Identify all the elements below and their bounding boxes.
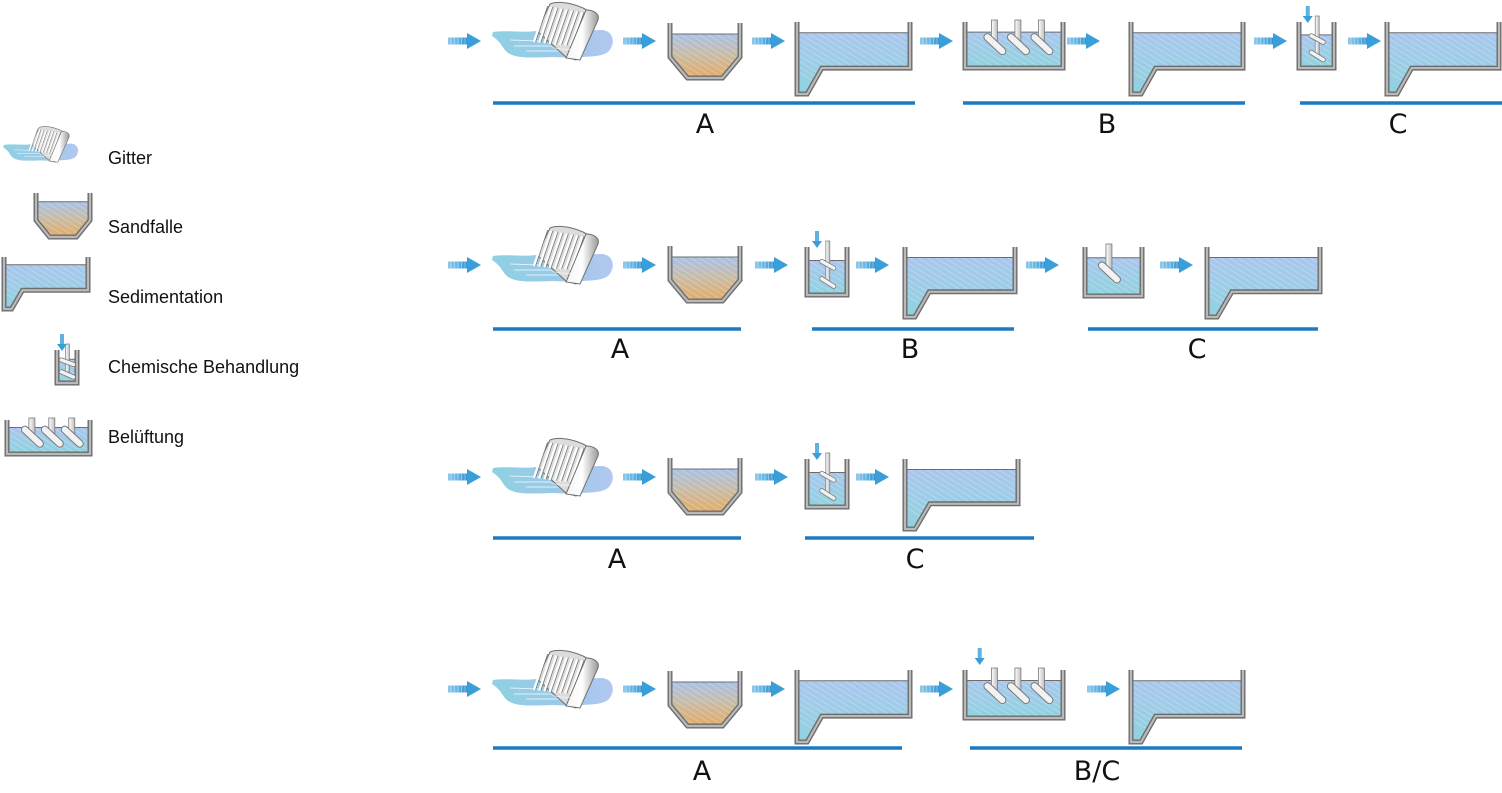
chemical-treatment-icon [54,334,80,386]
flow-arrow-icon [752,33,785,49]
screen-icon [492,649,613,709]
grit-chamber-icon [33,193,93,240]
grit-chamber-icon [667,458,743,516]
process-row-1 [448,1,1502,105]
grit-chamber-icon [667,671,743,729]
mixing-tank-icon [1082,243,1145,299]
paddle-icon [1006,19,1030,56]
flow-arrow-icon [448,469,481,485]
flow-arrow-icon [1026,257,1059,273]
flow-arrow-icon [448,681,481,697]
sedimentation-tank-icon [1204,247,1323,320]
paddle-icon [60,417,84,448]
screen-icon [492,1,613,61]
legend-label: Sedimentation [108,287,223,307]
flow-arrow-icon [755,469,788,485]
process-row-4 [448,648,1246,750]
stage-label: B/C [1074,756,1120,787]
flow-arrow-icon [448,257,481,273]
flow-arrow-icon [920,33,953,49]
flow-arrow-icon [1160,257,1193,273]
sedimentation-tank-icon [902,247,1018,320]
legend-label: Sandfalle [108,217,183,237]
paddle-icon [983,667,1007,705]
stage-label: A [611,334,630,365]
flow-arrow-icon [920,681,953,697]
paddle-icon [1030,667,1054,705]
stage-label: B [1098,109,1117,140]
flow-arrow-icon [755,257,788,273]
flow-arrow-icon [623,257,656,273]
legend-label: Chemische Behandlung [108,357,299,377]
chemical-treatment-icon [804,231,850,298]
screen-icon [492,225,613,285]
dosing-arrow-icon [974,648,985,665]
paddle-icon [40,417,64,448]
stage-label: C [906,544,925,575]
chemical-treatment-icon [1296,6,1337,71]
flow-arrow-icon [856,469,889,485]
legend [1,126,93,457]
dosing-arrow-icon [812,443,822,460]
dosing-arrow-icon [1302,6,1313,23]
legend-label: Belüftung [108,427,184,447]
paddle-icon [983,19,1007,56]
flow-arrow-icon [1254,33,1287,49]
legend-label: Gitter [108,148,152,168]
flow-arrow-icon [1348,33,1381,49]
stage-label: C [1188,334,1207,365]
chemical-treatment-icon [804,443,850,510]
flow-arrow-icon [623,681,656,697]
sedimentation-tank-icon [1128,22,1246,97]
sedimentation-tank-icon [794,670,913,745]
stage-label: A [693,756,712,787]
flow-arrow-icon [448,33,481,49]
paddle-icon [1097,243,1121,284]
flow-arrow-icon [752,681,785,697]
stage-label: C [1389,109,1408,140]
flow-arrow-icon [623,33,656,49]
flow-arrow-icon [1087,681,1120,697]
flow-arrow-icon [856,257,889,273]
flow-arrow-icon [1067,33,1100,49]
sedimentation-tank-icon [902,459,1021,532]
aeration-tank-icon [4,417,93,457]
grit-chamber-icon [667,246,743,304]
grit-chamber-icon [667,23,743,81]
screen-icon [492,437,613,497]
sedimentation-tank-icon [794,22,913,97]
paddle-icon [1030,19,1054,56]
sedimentation-tank-icon [1,257,91,312]
dosing-arrow-icon [812,231,822,248]
aeration-tank-icon [962,19,1066,71]
sedimentation-tank-icon [1128,670,1246,745]
sedimentation-tank-icon [1384,22,1502,97]
paddle-icon [20,417,44,448]
flow-arrow-icon [623,469,656,485]
stage-label: B [901,334,920,365]
process-row-2 [448,225,1323,331]
dosing-arrow-icon [57,334,67,351]
process-row-3 [448,437,1034,540]
stage-label: A [608,544,627,575]
stage-label: A [696,109,715,140]
paddle-icon [1006,667,1030,705]
screen-icon [3,126,79,163]
aeration-tank-icon [962,648,1066,721]
